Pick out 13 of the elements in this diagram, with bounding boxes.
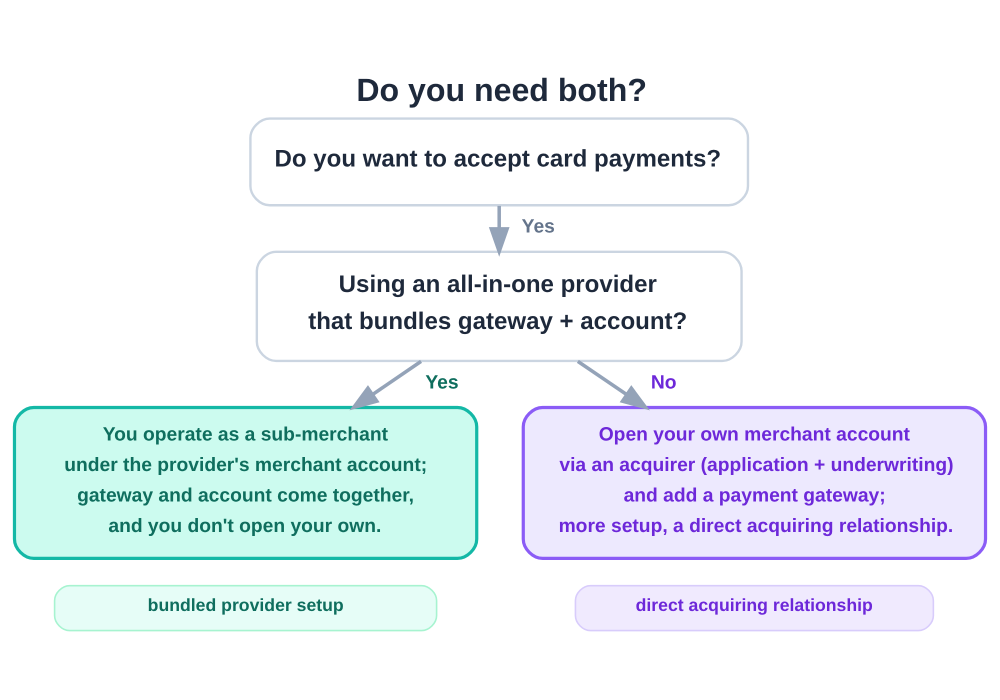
arrow	[349, 359, 422, 410]
node-box: direct acquiring relationship	[574, 584, 934, 631]
edge-label: No	[650, 372, 677, 393]
node-box: You operate as a sub-merchant under the provider's merchant account; gateway and account come together, and you don't open your own.	[12, 405, 478, 560]
arrow	[488, 205, 510, 256]
edge-label: Yes	[425, 372, 459, 393]
edge-label: Yes	[522, 216, 555, 238]
arrow	[576, 359, 650, 410]
node-box: Using an all-in-one provider that bundles gateway + account?	[256, 250, 743, 362]
node-box: Do you want to accept card payments?	[249, 116, 750, 206]
diagram-title: Do you need both?	[356, 71, 647, 108]
node-box: Open your own merchant account via an acquirer (application + underwriting) and add a payment gateway; more setup, a direct acquiring relationship.	[522, 405, 988, 560]
node-box: bundled provider setup	[54, 584, 438, 631]
